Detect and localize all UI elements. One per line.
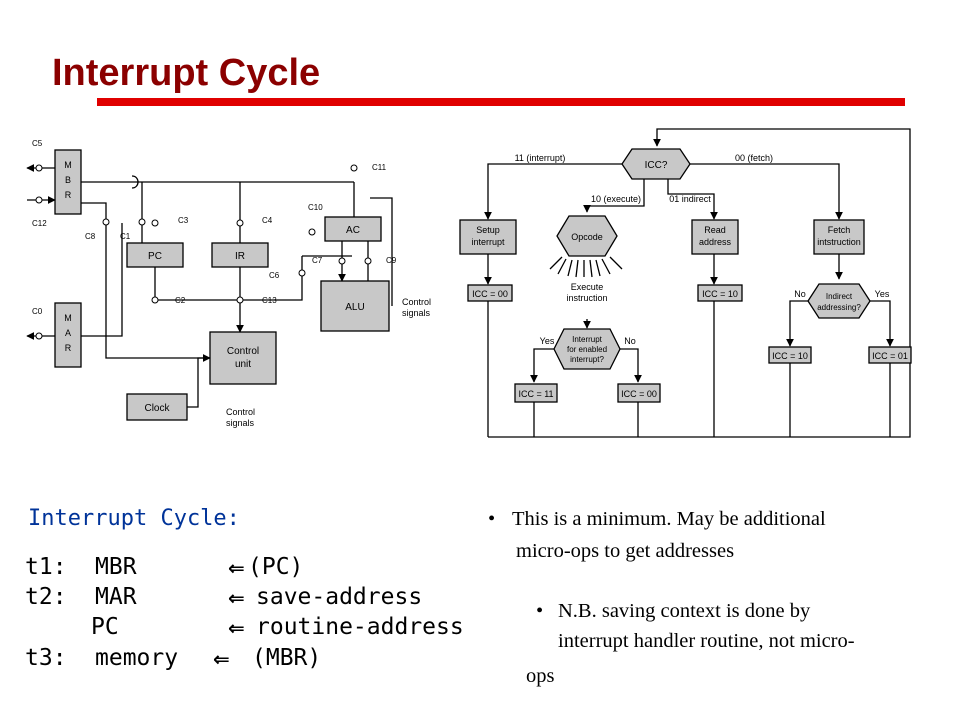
svg-text:C9: C9 (386, 256, 397, 265)
svg-text:C0: C0 (32, 307, 43, 316)
bullet-dot: • (488, 508, 496, 530)
note-context-line2: interrupt handler routine, not micro- (558, 630, 855, 652)
svg-text:C11: C11 (372, 163, 387, 172)
svg-text:R: R (65, 190, 72, 200)
svg-text:Execute: Execute (571, 282, 604, 292)
svg-text:11 (interrupt): 11 (interrupt) (515, 153, 566, 163)
svg-text:Setup: Setup (476, 225, 500, 235)
step-label: t1: (25, 554, 67, 580)
svg-text:C3: C3 (178, 216, 189, 225)
svg-text:Yes: Yes (540, 336, 555, 346)
note-context-line1: N.B. saving context is done by (558, 600, 811, 622)
svg-text:interrupt?: interrupt? (570, 355, 604, 364)
svg-text:signals: signals (226, 418, 255, 428)
source: routine-address (256, 614, 464, 640)
svg-text:interrupt: interrupt (471, 237, 505, 247)
alu-block (320, 280, 390, 332)
svg-text:A: A (65, 328, 71, 338)
svg-text:Control: Control (226, 407, 255, 417)
cpu-datapath-diagram: M B R M A R PC IR AC ALU Control unit Cl… (26, 139, 431, 428)
svg-text:ICC = 00: ICC = 00 (621, 389, 657, 399)
step-label: t3: (25, 645, 67, 671)
svg-text:intstruction: intstruction (817, 237, 861, 247)
svg-text:Fetch: Fetch (828, 225, 851, 235)
svg-text:Opcode: Opcode (571, 232, 603, 242)
svg-text:C7: C7 (312, 256, 323, 265)
note-minimum-line1: This is a minimum. May be additional (512, 508, 826, 530)
svg-text:ICC = 01: ICC = 01 (872, 351, 908, 361)
source: save-address (256, 584, 423, 610)
svg-text:ALU: ALU (345, 302, 364, 313)
svg-text:instruction: instruction (566, 293, 607, 303)
destination: MBR (95, 554, 137, 580)
svg-text:C1: C1 (120, 232, 131, 241)
svg-text:00 (fetch): 00 (fetch) (735, 153, 773, 163)
svg-text:C13: C13 (262, 296, 277, 305)
control-unit-block (209, 331, 277, 385)
svg-text:C12: C12 (32, 219, 47, 228)
svg-text:C5: C5 (32, 139, 43, 148)
svg-text:Read: Read (704, 225, 726, 235)
step-label: t2: (25, 584, 67, 610)
left-arrow-icon: ⇐ (228, 556, 245, 580)
clock-block (126, 393, 188, 421)
micro-ops-heading: Interrupt Cycle: (28, 506, 240, 531)
bullet-dot: • (536, 600, 544, 622)
note-context-line3: ops (526, 665, 555, 687)
svg-text:Yes: Yes (875, 289, 890, 299)
svg-text:ICC?: ICC? (645, 160, 668, 171)
svg-text:Indirect: Indirect (826, 292, 853, 301)
title-underline (97, 98, 905, 106)
svg-text:C10: C10 (308, 203, 323, 212)
mbr-register (54, 149, 82, 215)
svg-text:PC: PC (148, 251, 162, 262)
svg-text:AC: AC (346, 225, 360, 236)
svg-text:C8: C8 (85, 232, 96, 241)
svg-text:address: address (699, 237, 732, 247)
svg-text:R: R (65, 343, 72, 353)
svg-text:B: B (65, 175, 71, 185)
ir-register (211, 242, 269, 268)
left-arrow-icon: ⇐ (228, 616, 245, 640)
svg-text:ICC = 10: ICC = 10 (772, 351, 808, 361)
svg-text:ICC = 11: ICC = 11 (518, 389, 553, 399)
svg-text:C6: C6 (269, 271, 280, 280)
svg-text:C2: C2 (175, 296, 186, 305)
left-arrow-icon: ⇐ (228, 586, 245, 610)
destination: MAR (95, 584, 137, 610)
note-minimum-line2: micro-ops to get addresses (516, 540, 735, 562)
svg-text:C4: C4 (262, 216, 273, 225)
svg-text:Clock: Clock (144, 403, 170, 414)
destination: memory (95, 645, 179, 671)
mar-register (54, 302, 82, 368)
svg-text:M: M (64, 313, 72, 323)
svg-text:addressing?: addressing? (817, 303, 861, 312)
svg-text:Control: Control (227, 346, 259, 357)
source: (PC) (248, 554, 304, 580)
svg-text:for enabled: for enabled (567, 345, 607, 354)
svg-text:unit: unit (235, 359, 251, 370)
destination: PC (91, 614, 119, 640)
svg-text:Interrupt: Interrupt (572, 335, 603, 344)
ac-register (324, 216, 382, 242)
source: (MBR) (252, 645, 322, 671)
svg-text:IR: IR (235, 251, 245, 262)
svg-text:No: No (624, 336, 636, 346)
instruction-cycle-flowchart: ICC? 11 (interrupt) 00 (fetch) 10 (execu… (459, 128, 912, 438)
svg-text:01 indirect: 01 indirect (669, 194, 711, 204)
svg-text:No: No (794, 289, 806, 299)
svg-text:ICC = 00: ICC = 00 (472, 289, 508, 299)
left-arrow-icon: ⇐ (213, 647, 230, 671)
svg-text:10 (execute): 10 (execute) (591, 194, 641, 204)
slide-title: Interrupt Cycle (52, 52, 321, 94)
svg-text:ICC = 10: ICC = 10 (702, 289, 738, 299)
svg-text:Control: Control (402, 297, 431, 307)
svg-text:M: M (64, 160, 72, 170)
svg-text:signals: signals (402, 308, 431, 318)
